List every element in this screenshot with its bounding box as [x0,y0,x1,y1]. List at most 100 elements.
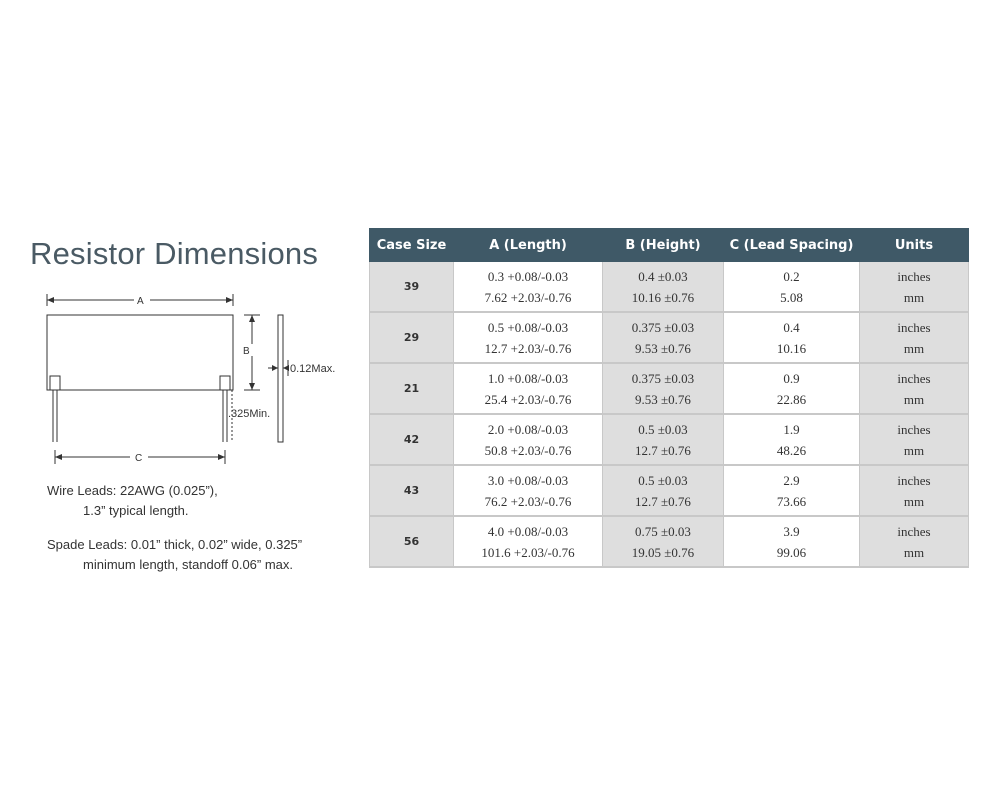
height-mm: 10.16 ±0.76 [631,289,695,305]
case-size-cell: 21 [369,363,454,415]
spacing-mm: 99.06 [776,544,807,560]
spacing-cell: 0.9 22.86 [723,363,860,415]
arrow-head-icon [272,365,278,371]
height-inches: 0.4 ±0.03 [638,268,688,284]
left-spade-terminal [49,375,61,391]
spade-leads-note: Spade Leads: 0.01” thick, 0.02” wide, 0.… [47,535,302,575]
units-cell: inches mm [859,312,969,364]
spacing-cell: 1.9 48.26 [723,414,860,466]
length-mm: 76.2 +2.03/-0.76 [484,493,572,509]
length-inches: 0.3 +0.08/-0.03 [487,268,569,284]
units-cell: inches mm [859,363,969,415]
arrow-head-icon [218,454,225,460]
unit-inches: inches [897,268,931,284]
spacing-cell: 3.9 99.06 [723,516,860,568]
right-spade-terminal [219,375,231,391]
spacing-inches: 1.9 [783,421,800,437]
spacing-inches: 0.9 [783,370,800,386]
table-header-row: Case Size A (Length) B (Height) C (Lead … [369,228,969,262]
length-mm: 50.8 +2.03/-0.76 [484,442,572,458]
length-inches: 3.0 +0.08/-0.03 [487,472,569,488]
height-mm: 19.05 ±0.76 [631,544,695,560]
unit-inches: inches [897,319,931,335]
length-mm: 25.4 +2.03/-0.76 [484,391,572,407]
spacing-inches: 0.4 [783,319,800,335]
unit-inches: inches [897,421,931,437]
spacing-mm: 10.16 [776,340,807,356]
case-size-cell: 42 [369,414,454,466]
units-cell: inches mm [859,414,969,466]
spacing-inches: 3.9 [783,523,800,539]
arrow-head-icon [283,365,289,371]
spade-leads-line2: minimum length, standoff 0.06” max. [83,557,294,572]
spacing-mm: 5.08 [780,289,803,305]
unit-mm: mm [903,442,925,458]
arrow-head-icon [249,383,255,390]
spacing-mm: 73.66 [776,493,807,509]
unit-inches: inches [897,472,931,488]
length-mm: 101.6 +2.03/-0.76 [481,544,575,560]
wire-leads-line1: Wire Leads: 22AWG (0.025”), [47,483,218,498]
height-cell: 0.5 ±0.03 12.7 ±0.76 [602,465,724,517]
arrow-head-icon [55,454,62,460]
case-size-cell: 56 [369,516,454,568]
dimensions-table: Case Size A (Length) B (Height) C (Lead … [369,228,969,568]
length-inches: 0.5 +0.08/-0.03 [487,319,569,335]
arrow-head-icon [226,297,233,303]
label-b: B [243,346,250,357]
arrow-head-icon [249,315,255,322]
spacing-inches: 2.9 [783,472,800,488]
wire-leads-line2: 1.3” typical length. [83,503,189,518]
spacing-mm: 22.86 [776,391,807,407]
height-mm: 12.7 ±0.76 [635,442,691,458]
unit-mm: mm [903,391,925,407]
unit-mm: mm [903,544,925,560]
header-units: Units [859,228,969,262]
height-mm: 9.53 ±0.76 [635,391,691,407]
resistor-drawing: A B 0.12Max. .325Min. C [46,294,335,464]
units-cell: inches mm [859,465,969,517]
length-inches: 1.0 +0.08/-0.03 [487,370,569,386]
height-mm: 9.53 ±0.76 [635,340,691,356]
length-cell: 1.0 +0.08/-0.03 25.4 +2.03/-0.76 [453,363,603,415]
length-cell: 0.5 +0.08/-0.03 12.7 +2.03/-0.76 [453,312,603,364]
height-inches: 0.375 ±0.03 [631,319,695,335]
height-mm: 12.7 ±0.76 [635,493,691,509]
length-inches: 4.0 +0.08/-0.03 [487,523,569,539]
unit-inches: inches [897,370,931,386]
header-case-size: Case Size [369,228,454,262]
label-c: C [135,453,142,464]
spacing-mm: 48.26 [776,442,807,458]
arrow-head-icon [47,297,54,303]
length-cell: 3.0 +0.08/-0.03 76.2 +2.03/-0.76 [453,465,603,517]
label-a: A [137,296,144,307]
height-cell: 0.375 ±0.03 9.53 ±0.76 [602,312,724,364]
table-row: 29 0.5 +0.08/-0.03 12.7 +2.03/-0.76 0.375… [369,312,969,364]
header-b-height: B (Height) [602,228,724,262]
header-c-lead-spacing: C (Lead Spacing) [723,228,860,262]
spacing-cell: 0.4 10.16 [723,312,860,364]
length-mm: 7.62 +2.03/-0.76 [484,289,572,305]
spacing-cell: 2.9 73.66 [723,465,860,517]
resistor-body [46,314,234,391]
height-inches: 0.75 ±0.03 [635,523,691,539]
case-size-cell: 43 [369,465,454,517]
height-inches: 0.5 ±0.03 [638,472,688,488]
wire-leads-note: Wire Leads: 22AWG (0.025”), 1.3” typical… [47,481,218,521]
length-inches: 2.0 +0.08/-0.03 [487,421,569,437]
length-cell: 4.0 +0.08/-0.03 101.6 +2.03/-0.76 [453,516,603,568]
case-size-cell: 29 [369,312,454,364]
thickness-label: 0.12Max. [290,363,335,375]
length-mm: 12.7 +2.03/-0.76 [484,340,572,356]
case-size-cell: 39 [369,261,454,313]
length-cell: 0.3 +0.08/-0.03 7.62 +2.03/-0.76 [453,261,603,313]
header-a-length: A (Length) [453,228,603,262]
unit-mm: mm [903,493,925,509]
unit-mm: mm [903,340,925,356]
table-row: 39 0.3 +0.08/-0.03 7.62 +2.03/-0.76 0.4 ±… [369,261,969,313]
